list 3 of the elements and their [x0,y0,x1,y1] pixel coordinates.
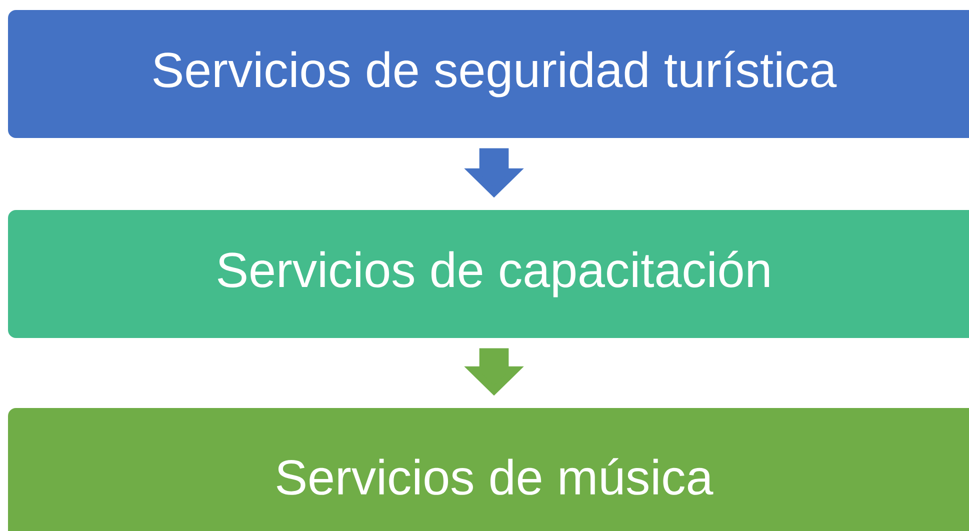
process-box: Servicios de música [8,408,969,531]
process-box: Servicios de capacitación [8,210,969,338]
process-box: Servicios de seguridad turística [8,10,969,138]
